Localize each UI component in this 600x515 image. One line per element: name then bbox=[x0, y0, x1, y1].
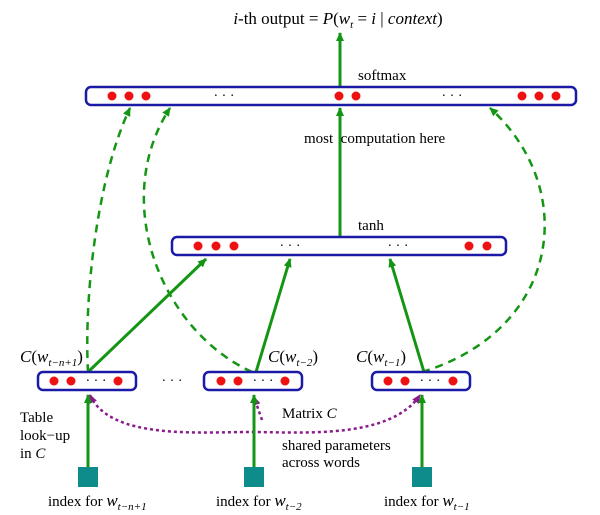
shared-parameters-curve bbox=[88, 394, 422, 434]
matrix-c-label: Matrix C bbox=[282, 406, 338, 422]
neuron bbox=[482, 241, 492, 251]
neuron bbox=[400, 376, 410, 386]
direct-connections bbox=[86, 107, 546, 374]
arrow-ctx2-to-tanh bbox=[254, 258, 292, 373]
table-label-1: Table bbox=[20, 410, 53, 426]
neuron bbox=[66, 376, 76, 386]
output-title: i-th output = P(wt = i | context) bbox=[233, 9, 442, 31]
neuron bbox=[448, 376, 458, 386]
lookup-arrows bbox=[84, 394, 426, 467]
softmax-layer-box bbox=[84, 85, 578, 107]
neuron bbox=[280, 376, 290, 386]
tanh-neurons bbox=[193, 241, 492, 251]
dashed-connection-1 bbox=[86, 107, 132, 373]
neuron bbox=[383, 376, 393, 386]
tanh-label: tanh bbox=[358, 218, 384, 234]
dashed-connection-2 bbox=[142, 107, 253, 374]
context-label-3: C(wt−1) bbox=[356, 347, 406, 369]
input-index-3 bbox=[412, 467, 432, 487]
softmax-ellipsis-right: · · · bbox=[442, 89, 463, 104]
softmax-label: softmax bbox=[358, 68, 407, 84]
context-neurons-1 bbox=[49, 376, 123, 386]
shared-parameters-label: shared parameters bbox=[282, 438, 391, 454]
context-label-2: C(wt−2) bbox=[268, 347, 318, 369]
context-box-1 bbox=[36, 370, 138, 392]
context-ellipsis-3: · · · bbox=[420, 374, 441, 389]
context-ellipsis-1: · · · bbox=[86, 374, 107, 389]
neuron bbox=[124, 91, 134, 101]
dashed-connection-3 bbox=[421, 107, 546, 374]
neuron bbox=[351, 91, 361, 101]
context-box-2 bbox=[202, 370, 304, 392]
table-label-2: look−up bbox=[20, 428, 70, 444]
index-label-1: index for wt−n+1 bbox=[48, 491, 147, 513]
tanh-layer-box bbox=[170, 235, 508, 257]
context-label-1: C(wt−n+1) bbox=[20, 347, 83, 369]
table-label-3: in C bbox=[20, 446, 46, 462]
neuron bbox=[113, 376, 123, 386]
neuron bbox=[517, 91, 527, 101]
neuron bbox=[464, 241, 474, 251]
across-words-label: across words bbox=[282, 455, 360, 471]
input-to-tanh-arrows bbox=[86, 257, 426, 374]
neuron bbox=[107, 91, 117, 101]
context-box-3 bbox=[370, 370, 472, 392]
neuron bbox=[193, 241, 203, 251]
context-neurons-2 bbox=[216, 376, 290, 386]
neuron bbox=[141, 91, 151, 101]
neuron bbox=[534, 91, 544, 101]
input-index-1 bbox=[78, 467, 98, 487]
tanh-ellipsis-right: · · · bbox=[388, 239, 409, 254]
softmax-neurons bbox=[107, 91, 561, 101]
neuron bbox=[211, 241, 221, 251]
softmax-ellipsis-left: · · · bbox=[214, 89, 235, 104]
arrow-ctx3-to-tanh bbox=[388, 258, 426, 373]
neuron bbox=[49, 376, 59, 386]
neuron bbox=[216, 376, 226, 386]
index-label-2: index for wt−2 bbox=[216, 491, 302, 513]
neuron bbox=[334, 91, 344, 101]
between-boxes-ellipsis: · · · bbox=[162, 374, 183, 389]
neuron bbox=[233, 376, 243, 386]
context-neurons-3 bbox=[383, 376, 458, 386]
arrow-ctx1-to-tanh bbox=[86, 257, 208, 374]
input-index-2 bbox=[244, 467, 264, 487]
neuron bbox=[551, 91, 561, 101]
tanh-ellipsis-left: · · · bbox=[280, 239, 301, 254]
neuron bbox=[229, 241, 239, 251]
most-computation-label: most computation here bbox=[304, 131, 446, 147]
index-label-3: index for wt−1 bbox=[384, 491, 470, 513]
context-ellipsis-2: · · · bbox=[253, 374, 274, 389]
